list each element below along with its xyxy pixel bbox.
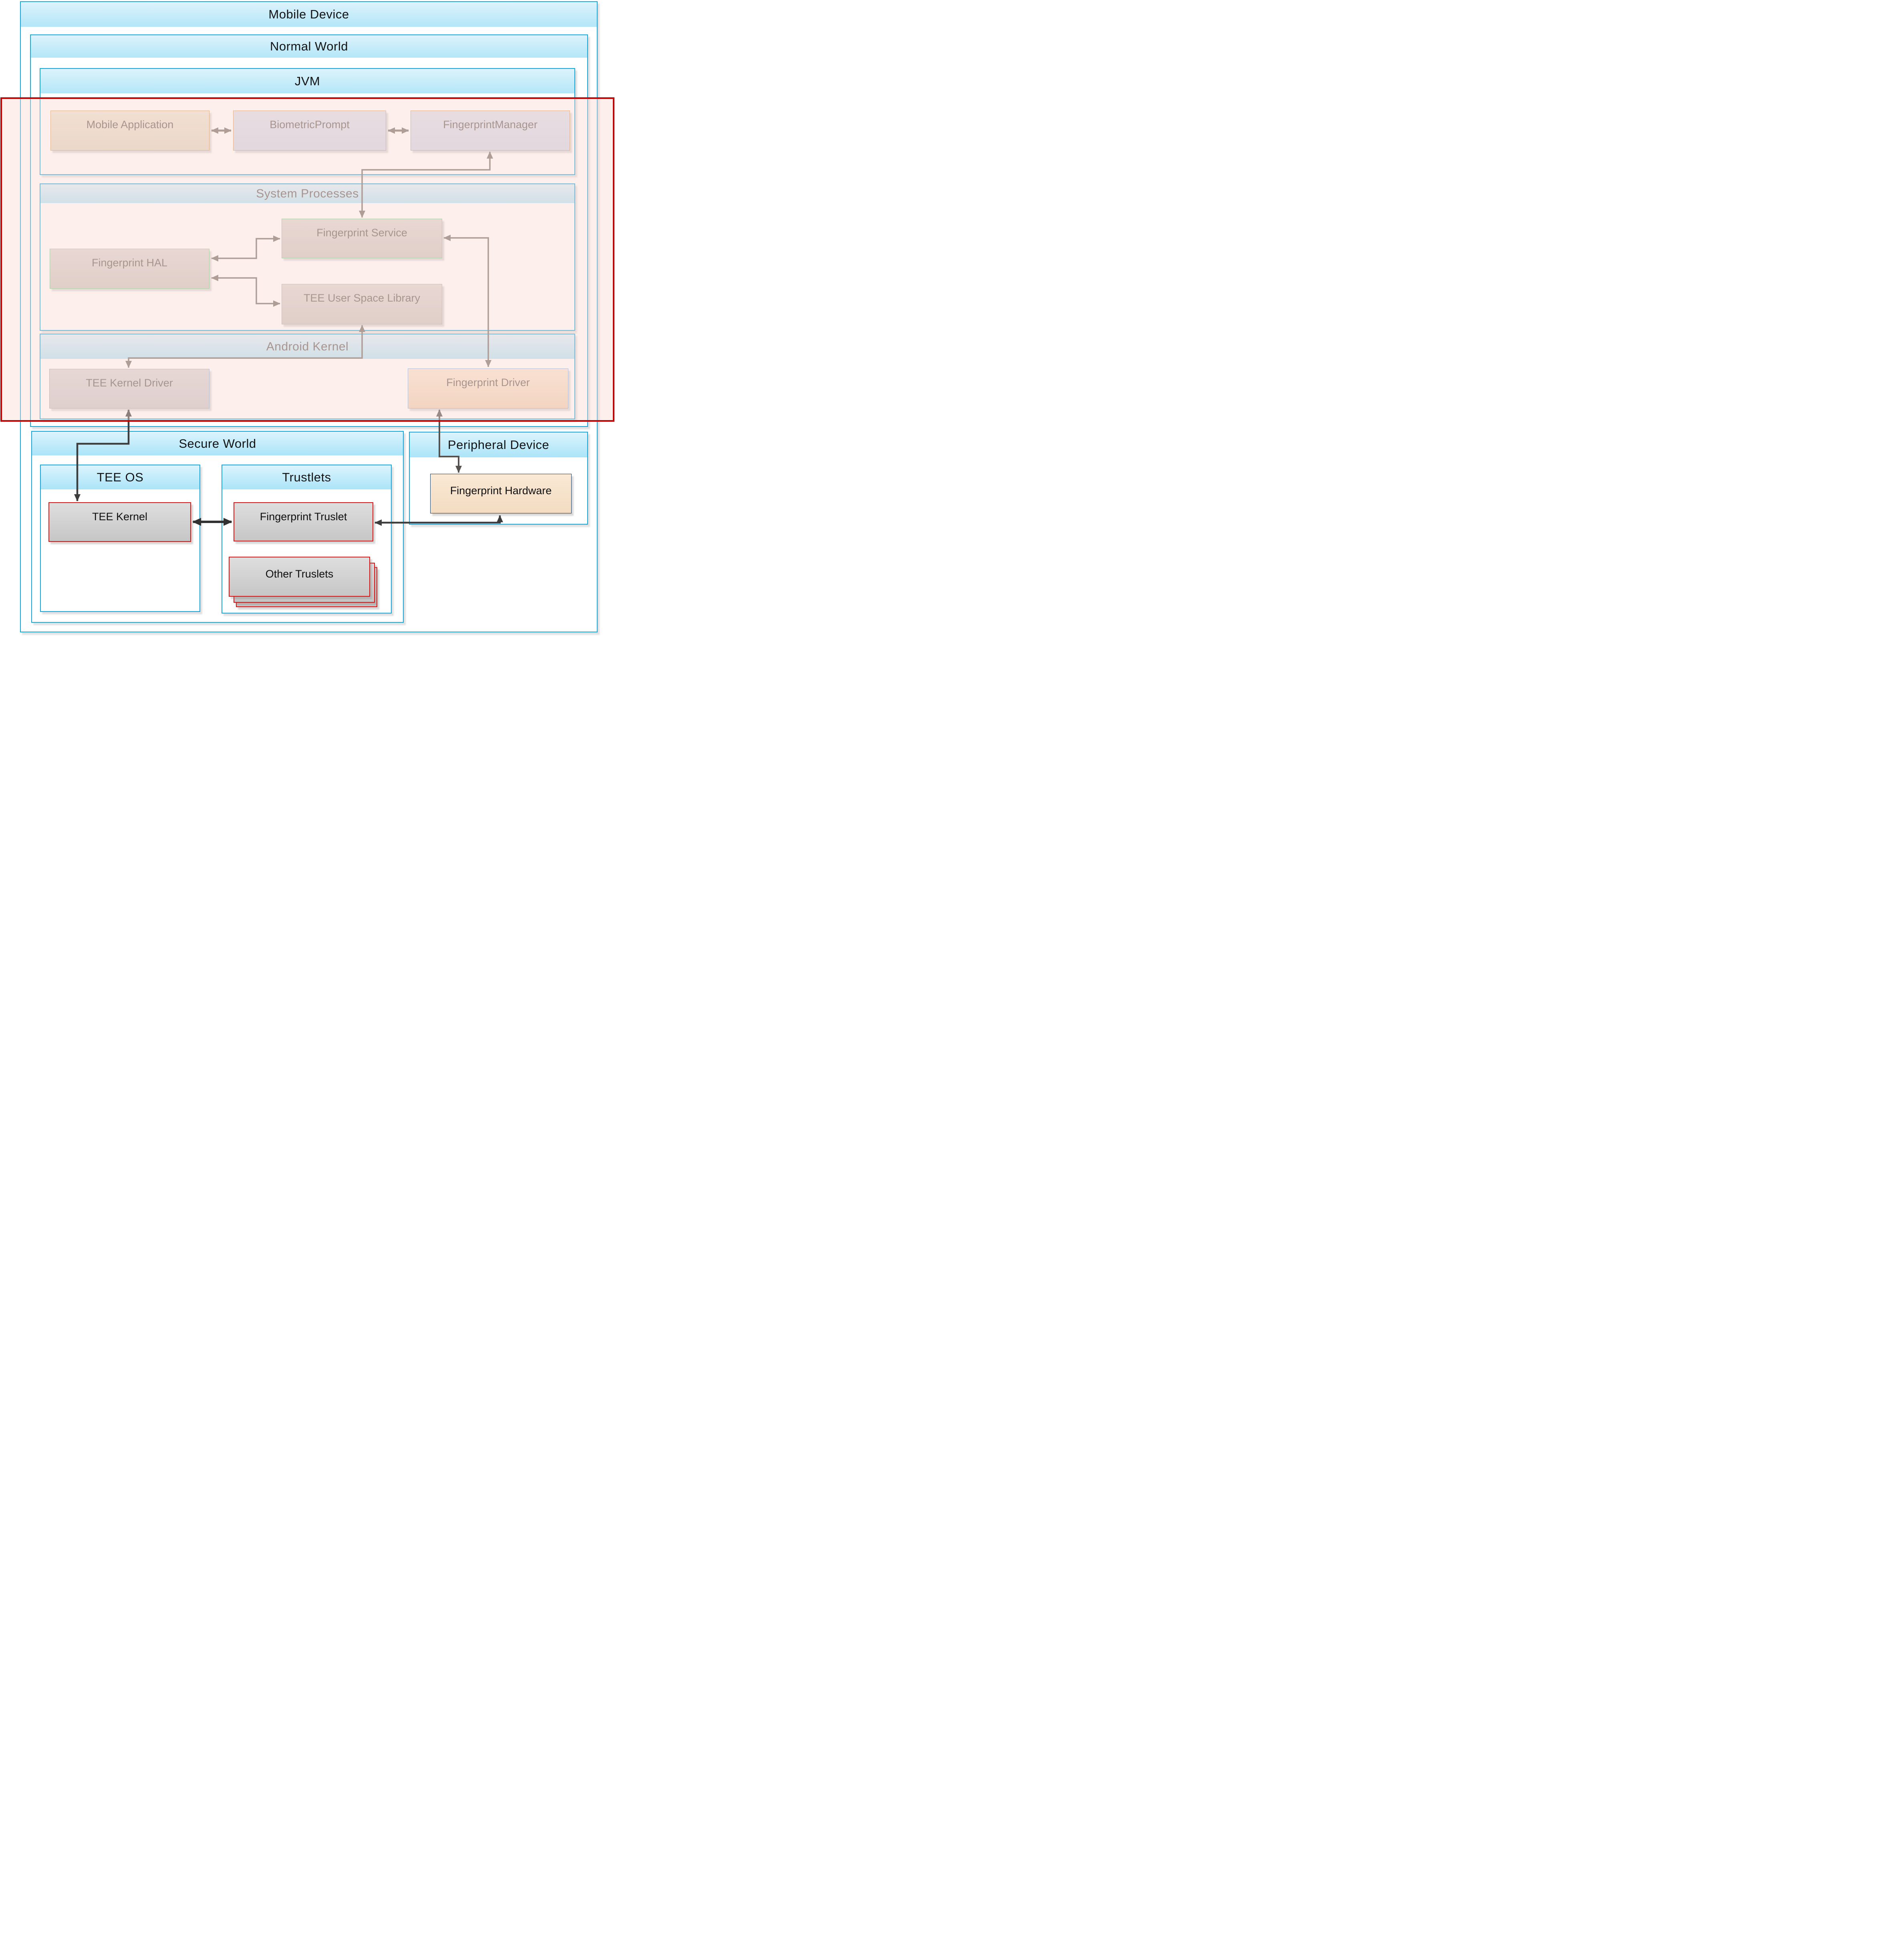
node-fingerprint-hardware: Fingerprint Hardware xyxy=(430,474,572,513)
trustlets-header: Trustlets xyxy=(222,465,391,489)
secure-world-header: Secure World xyxy=(32,432,403,455)
mobile-application-label: Mobile Application xyxy=(86,119,174,131)
mobile-device-label: Mobile Device xyxy=(268,7,349,21)
node-fingerprint-driver: Fingerprint Driver xyxy=(408,368,568,409)
tee-os-label: TEE OS xyxy=(97,470,144,484)
tee-user-space-library-label: TEE User Space Library xyxy=(303,292,421,304)
tee-kernel-driver-label: TEE Kernel Driver xyxy=(86,377,173,389)
node-other-truslets-stack: Other Truslets xyxy=(229,557,381,609)
biometric-prompt-label: BiometricPrompt xyxy=(270,119,350,131)
node-biometric-prompt: BiometricPrompt xyxy=(233,111,386,151)
jvm-header: JVM xyxy=(40,69,574,93)
node-other-truslets: Other Truslets xyxy=(229,557,370,597)
normal-world-label: Normal World xyxy=(270,39,348,53)
peripheral-device-header: Peripheral Device xyxy=(410,433,587,457)
node-mobile-application: Mobile Application xyxy=(50,111,209,151)
fingerprint-service-label: Fingerprint Service xyxy=(316,227,407,239)
peripheral-device-label: Peripheral Device xyxy=(447,438,550,452)
node-tee-user-space-library: TEE User Space Library xyxy=(282,284,442,324)
red-highlight-overlay xyxy=(0,97,614,422)
mobile-device-header: Mobile Device xyxy=(21,2,597,27)
node-fingerprint-manager: FingerprintManager xyxy=(411,111,570,151)
fingerprint-hal-label: Fingerprint HAL xyxy=(91,257,168,269)
fingerprint-truslet-label: Fingerprint Truslet xyxy=(260,511,347,523)
secure-world-label: Secure World xyxy=(179,436,256,451)
trustlets-label: Trustlets xyxy=(282,470,331,484)
other-truslets-label: Other Truslets xyxy=(265,568,334,580)
node-tee-kernel: TEE Kernel xyxy=(48,502,191,542)
tee-os-header: TEE OS xyxy=(41,465,199,489)
fingerprint-manager-label: FingerprintManager xyxy=(443,119,538,131)
node-fingerprint-hal: Fingerprint HAL xyxy=(50,249,209,289)
fingerprint-driver-label: Fingerprint Driver xyxy=(446,376,530,388)
normal-world-header: Normal World xyxy=(31,35,587,58)
fingerprint-hardware-label: Fingerprint Hardware xyxy=(450,485,552,497)
node-tee-kernel-driver: TEE Kernel Driver xyxy=(49,369,209,409)
node-fingerprint-service: Fingerprint Service xyxy=(282,219,442,258)
jvm-label: JVM xyxy=(294,74,320,88)
tee-kernel-label: TEE Kernel xyxy=(92,511,148,523)
architecture-diagram: Mobile Device Normal World JVM System Pr… xyxy=(0,0,615,636)
node-fingerprint-truslet: Fingerprint Truslet xyxy=(234,502,373,541)
system-processes-label: System Processes xyxy=(256,187,359,200)
